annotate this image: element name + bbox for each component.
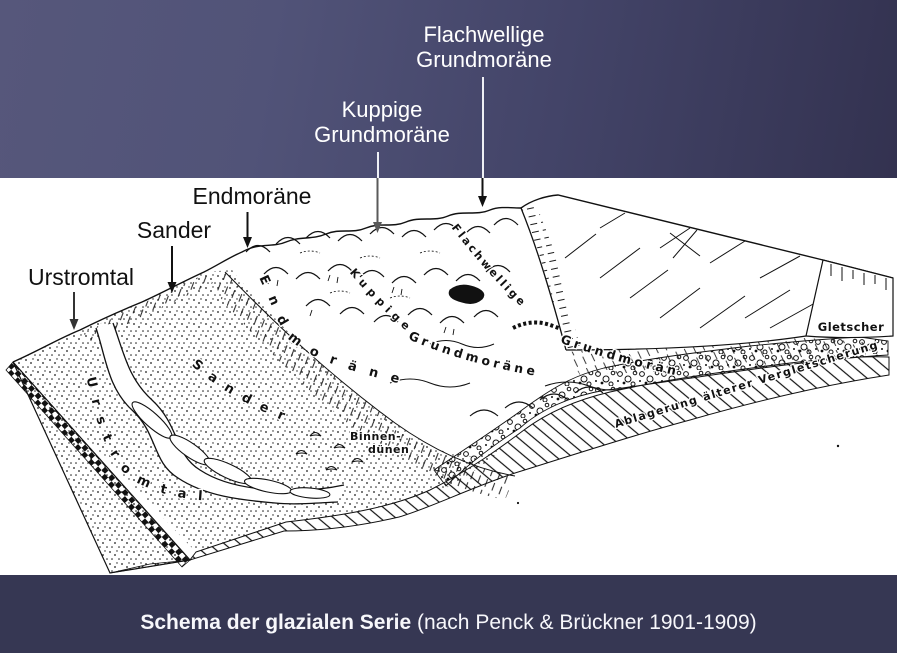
caption-source: (nach Penck & Brückner 1901-1909) — [411, 611, 757, 634]
caption-band: Schema der glazialen Serie (nach Penck &… — [0, 575, 897, 653]
sander-outwash-plain — [13, 270, 505, 552]
binnenduenen-label-line1: Binnen- — [350, 430, 401, 443]
header-band: Flachwellige Grundmoräne Kuppige Grundmo… — [0, 0, 897, 178]
urstromtal-arrow — [69, 292, 79, 330]
sander-arrow — [167, 246, 177, 293]
glacial-block-diagram: Gletscher Urstromtal Sander Endmoräne Ku… — [0, 165, 894, 574]
label-kuppige-line2: Grundmoräne — [314, 122, 450, 147]
glacier-forefield — [566, 338, 866, 375]
flachwellige-arrow-lower — [478, 178, 487, 207]
white-area-callouts: Endmoräne Sander Urstromtal — [28, 178, 487, 330]
label-sander: Sander — [137, 217, 212, 243]
kuppige-hummocks — [245, 217, 519, 336]
label-kuppige-line1: Kuppige — [341, 97, 423, 122]
caption: Schema der glazialen Serie (nach Penck &… — [140, 611, 756, 635]
crevasse-strokes — [564, 212, 816, 329]
kuppige-arrow-stem — [377, 152, 379, 178]
label-urstromtal: Urstromtal — [28, 264, 134, 290]
glacier: Gletscher — [520, 194, 894, 351]
label-flachwellige-line1: Flachwellige — [423, 22, 545, 47]
label-endmoraene: Endmoräne — [193, 183, 312, 209]
hatch-band — [188, 356, 890, 561]
grundmoraene-left-text: Grundmoräne — [405, 327, 537, 381]
label-kuppige-grundmoraene: Kuppige Grundmoräne — [314, 97, 450, 147]
block-left-face — [5, 361, 192, 574]
urstromtal-river — [95, 322, 345, 505]
binnenduenen-marks — [295, 431, 364, 471]
kuppige-arrow-lower — [373, 178, 382, 233]
gletscher-label: Gletscher — [818, 320, 885, 334]
diagram-area: Gletscher Urstromtal Sander Endmoräne Ku… — [0, 165, 897, 575]
flachwellige-arrow-stem — [482, 77, 484, 178]
terrain-top-edge — [12, 206, 522, 363]
label-flachwellige-line2: Grundmoräne — [416, 47, 552, 72]
kettle-lake — [448, 284, 485, 304]
caption-title: Schema der glazialen Serie — [140, 611, 412, 634]
endmoraene-arrow — [243, 212, 252, 248]
label-flachwellige-grundmoraene: Flachwellige Grundmoräne — [416, 22, 552, 72]
glacier-face: Gletscher — [805, 259, 894, 339]
grundmoraene-left-label: Grundmoräne — [407, 328, 540, 379]
binnenduenen-label-line2: dünen — [368, 443, 409, 456]
